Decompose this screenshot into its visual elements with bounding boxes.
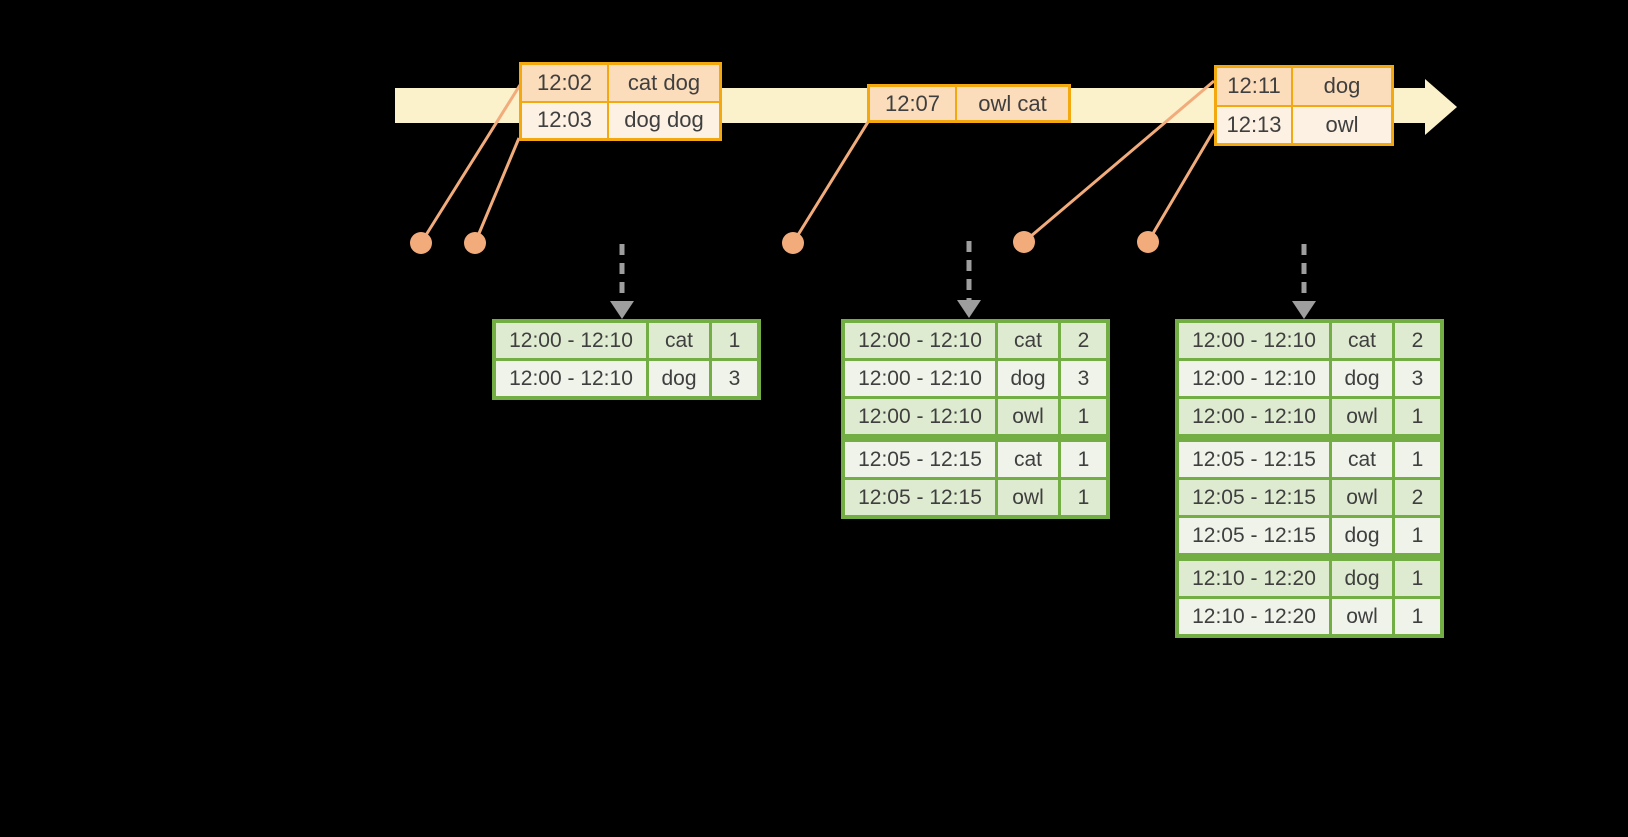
word-cell: owl xyxy=(1332,480,1392,515)
event-table-1: 12:02 cat dog 12:03 dog dog xyxy=(519,62,722,141)
connector-line xyxy=(1146,129,1216,243)
count-cell: 2 xyxy=(1395,480,1440,515)
window-cell: 12:00 - 12:10 xyxy=(496,361,646,396)
word-cell: owl xyxy=(998,399,1058,434)
window-cell: 12:10 - 12:20 xyxy=(1179,599,1329,634)
word-cell: cat xyxy=(649,323,709,358)
window-cell: 12:05 - 12:15 xyxy=(1179,518,1329,553)
event-dot xyxy=(1013,231,1035,253)
word-cell: dog xyxy=(1332,561,1392,596)
count-cell: 2 xyxy=(1061,323,1106,358)
event-table-2: 12:07 owl cat xyxy=(867,84,1071,123)
event-dot xyxy=(782,232,804,254)
window-cell: 12:00 - 12:10 xyxy=(845,361,995,396)
timeline-arrowhead-icon xyxy=(1425,79,1457,135)
event-time: 12:13 xyxy=(1217,106,1291,143)
count-cell: 1 xyxy=(1395,442,1440,477)
connector-line xyxy=(419,84,522,244)
event-table-3: 12:11 dog 12:13 owl xyxy=(1214,65,1394,146)
word-cell: owl xyxy=(1332,399,1392,434)
event-time: 12:07 xyxy=(870,87,955,120)
trigger-arrow-head-icon xyxy=(957,300,981,318)
window-cell: 12:00 - 12:10 xyxy=(845,323,995,358)
event-words: owl cat xyxy=(957,87,1068,120)
window-cell: 12:00 - 12:10 xyxy=(496,323,646,358)
word-cell: cat xyxy=(998,323,1058,358)
trigger-arrow-head-icon xyxy=(1292,301,1316,319)
event-time: 12:02 xyxy=(522,65,607,101)
event-words: dog dog xyxy=(609,102,719,138)
window-cell: 12:05 - 12:15 xyxy=(845,442,995,477)
count-cell: 1 xyxy=(712,323,757,358)
count-cell: 1 xyxy=(1395,518,1440,553)
word-cell: cat xyxy=(998,442,1058,477)
window-cell: 12:10 - 12:20 xyxy=(1179,561,1329,596)
window-cell: 12:00 - 12:10 xyxy=(845,399,995,434)
connector-line xyxy=(1023,79,1215,244)
count-cell: 2 xyxy=(1395,323,1440,358)
word-cell: owl xyxy=(1332,599,1392,634)
count-cell: 3 xyxy=(1395,361,1440,396)
trigger-arrow-head-icon xyxy=(610,301,634,319)
event-dot xyxy=(464,232,486,254)
window-cell: 12:05 - 12:15 xyxy=(1179,480,1329,515)
count-cell: 1 xyxy=(1395,399,1440,434)
window-cell: 12:00 - 12:10 xyxy=(1179,361,1329,396)
word-cell: dog xyxy=(998,361,1058,396)
event-words: owl xyxy=(1293,106,1391,143)
event-time: 12:11 xyxy=(1217,68,1291,105)
window-cell: 12:00 - 12:10 xyxy=(1179,323,1329,358)
count-cell: 1 xyxy=(1061,399,1106,434)
count-cell: 1 xyxy=(1061,480,1106,515)
word-cell: dog xyxy=(649,361,709,396)
count-cell: 3 xyxy=(712,361,757,396)
count-cell: 3 xyxy=(1061,361,1106,396)
window-cell: 12:00 - 12:10 xyxy=(1179,399,1329,434)
event-dot xyxy=(1137,231,1159,253)
window-cell: 12:05 - 12:15 xyxy=(845,480,995,515)
event-words: dog xyxy=(1293,68,1391,105)
event-dot xyxy=(410,232,432,254)
word-cell: dog xyxy=(1332,361,1392,396)
connector-line xyxy=(473,137,521,244)
count-cell: 1 xyxy=(1061,442,1106,477)
count-cell: 1 xyxy=(1395,561,1440,596)
window-cell: 12:05 - 12:15 xyxy=(1179,442,1329,477)
word-cell: cat xyxy=(1332,323,1392,358)
word-cell: owl xyxy=(998,480,1058,515)
connector-line xyxy=(791,121,870,244)
event-time: 12:03 xyxy=(522,102,607,138)
word-cell: cat xyxy=(1332,442,1392,477)
word-cell: dog xyxy=(1332,518,1392,553)
event-words: cat dog xyxy=(609,65,719,101)
count-cell: 1 xyxy=(1395,599,1440,634)
